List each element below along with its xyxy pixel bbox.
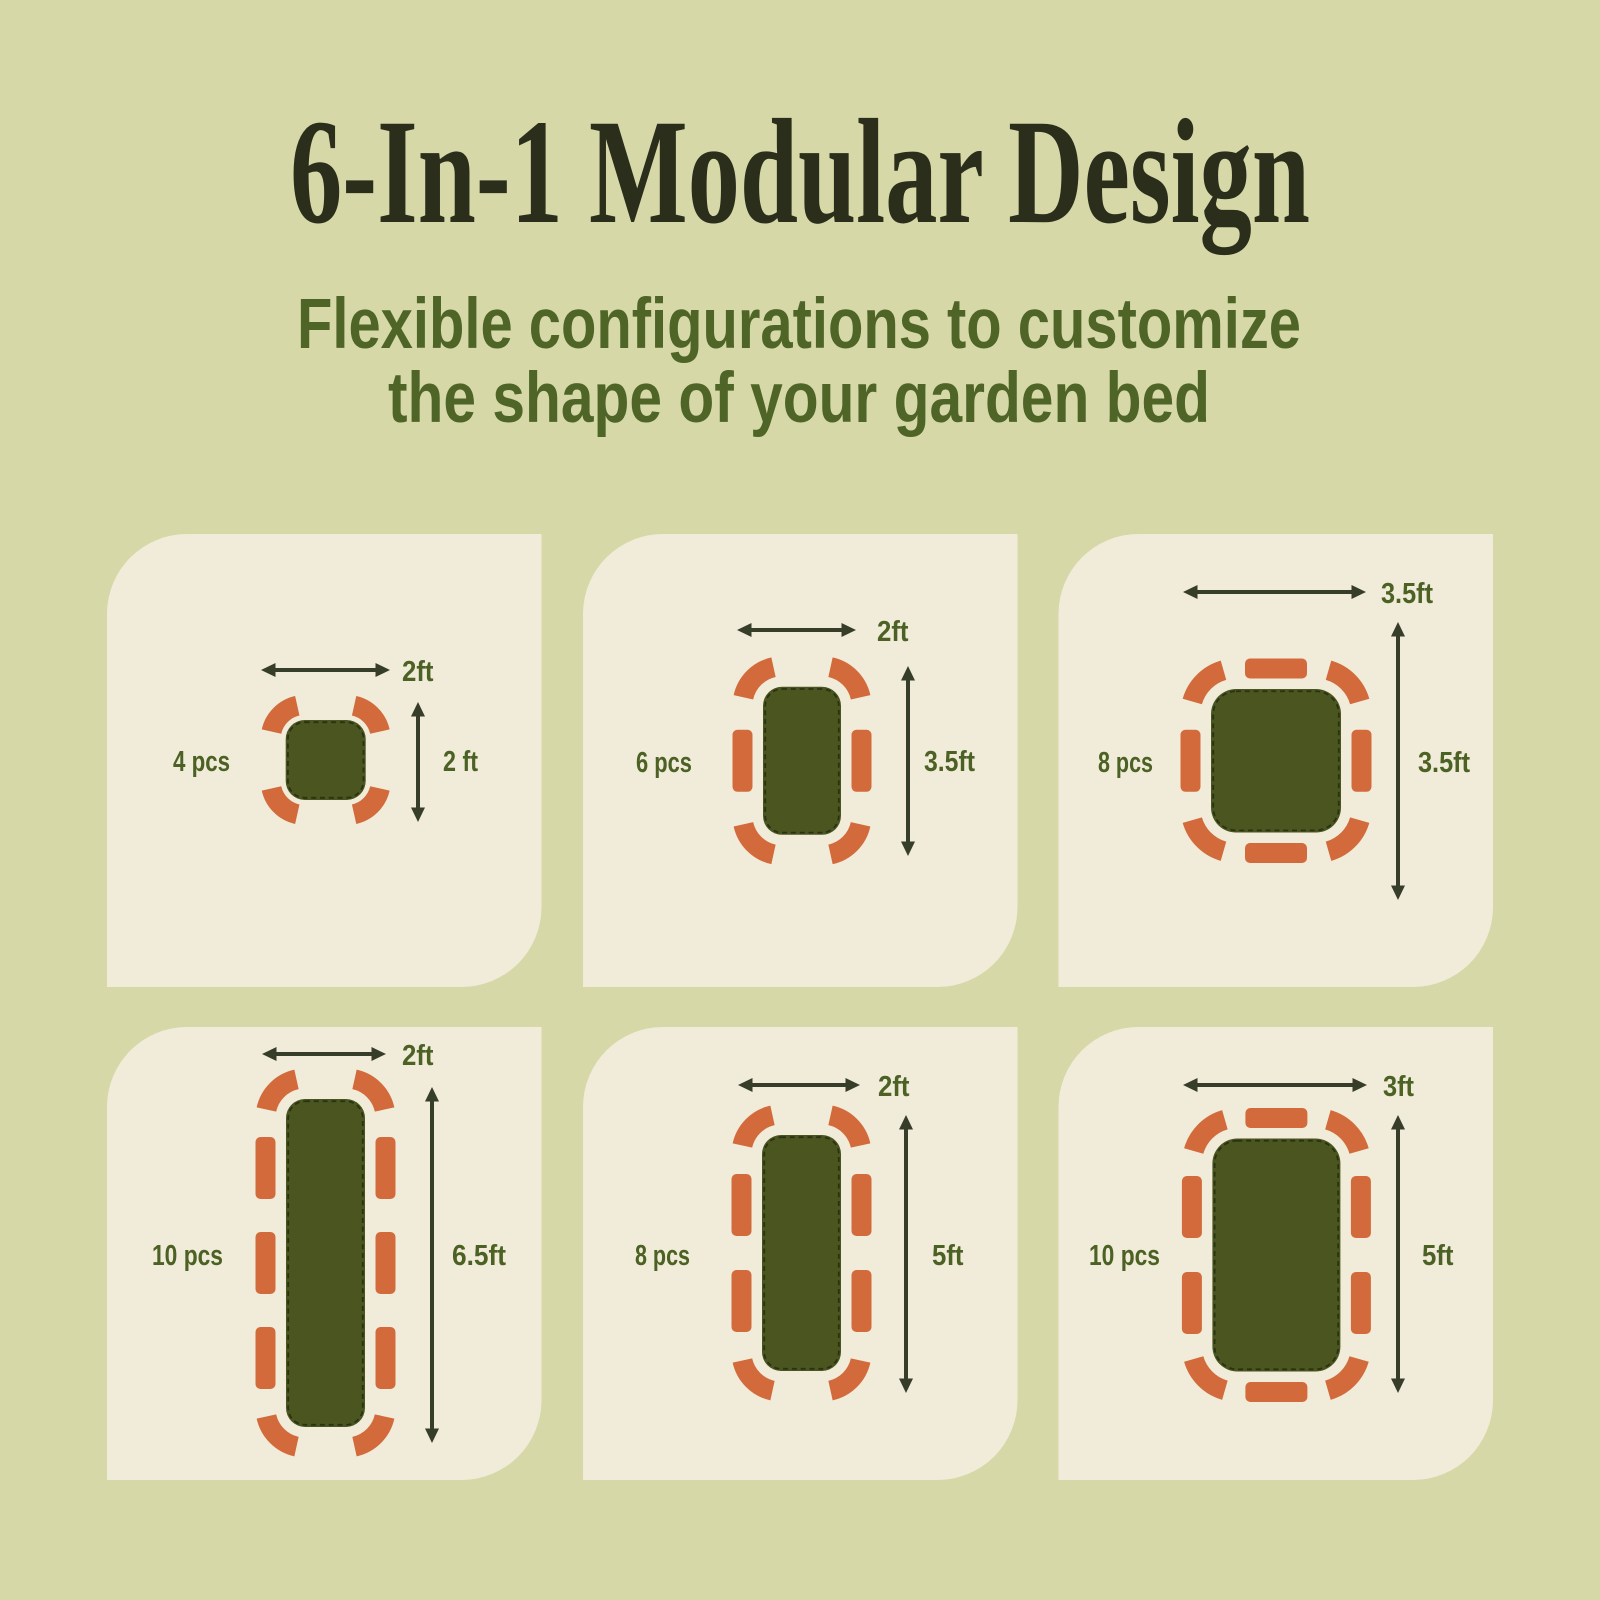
- svg-text:5ft: 5ft: [932, 1240, 964, 1272]
- svg-text:2ft: 2ft: [877, 616, 909, 648]
- svg-text:2 ft: 2 ft: [443, 746, 478, 778]
- svg-text:3.5ft: 3.5ft: [1418, 747, 1470, 779]
- svg-text:3.5ft: 3.5ft: [1381, 578, 1433, 610]
- svg-text:10 pcs: 10 pcs: [1089, 1240, 1160, 1272]
- svg-text:6.5ft: 6.5ft: [452, 1240, 506, 1272]
- svg-text:2ft: 2ft: [402, 656, 434, 688]
- svg-text:8 pcs: 8 pcs: [635, 1240, 690, 1272]
- svg-text:2ft: 2ft: [402, 1040, 434, 1072]
- svg-text:the shape of your garden bed: the shape of your garden bed: [388, 359, 1210, 438]
- svg-text:8 pcs: 8 pcs: [1098, 747, 1153, 779]
- svg-text:3.5ft: 3.5ft: [924, 746, 975, 778]
- svg-text:6 pcs: 6 pcs: [636, 747, 692, 779]
- svg-text:3ft: 3ft: [1383, 1071, 1414, 1103]
- svg-text:6-In-1 Modular Design: 6-In-1 Modular Design: [290, 89, 1310, 255]
- svg-text:4 pcs: 4 pcs: [173, 746, 230, 778]
- svg-text:5ft: 5ft: [1422, 1240, 1454, 1272]
- svg-text:10 pcs: 10 pcs: [152, 1240, 223, 1272]
- svg-text:Flexible configurations to cus: Flexible configurations to customize: [297, 285, 1301, 364]
- svg-text:2ft: 2ft: [878, 1071, 910, 1103]
